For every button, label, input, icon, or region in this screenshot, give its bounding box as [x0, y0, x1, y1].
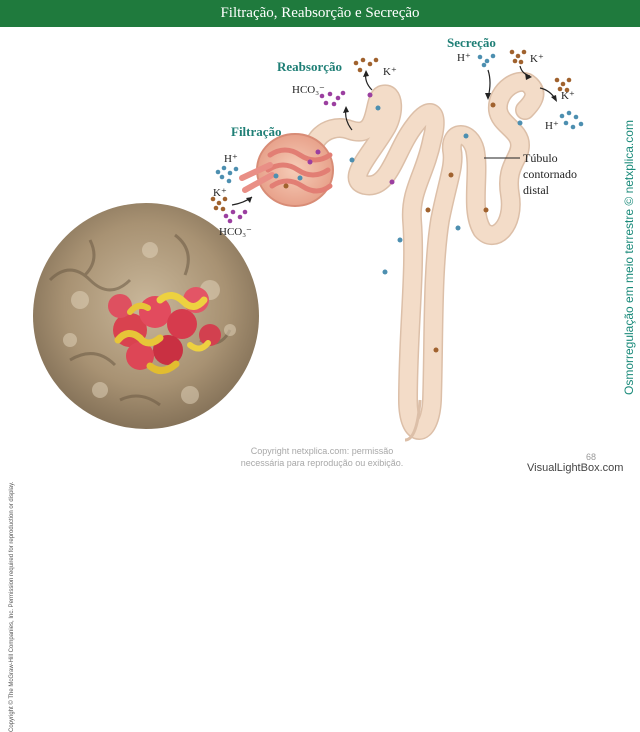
label-filtracao: Filtração: [231, 124, 282, 139]
secretion-h-cluster-top: [477, 53, 496, 68]
reabsorption-k-cluster: [353, 57, 379, 73]
site-credit-vertical-text: Osmorregulação em meio terrestre © netxp…: [622, 120, 636, 395]
label-tubulo-line1: Túbulo: [523, 151, 558, 165]
secretion-h-cluster-bottom: [559, 110, 584, 130]
watermark-line2: necessária para reprodução ou exibição.: [240, 458, 404, 468]
ion-label-k-secretion-right: K⁺: [561, 90, 575, 102]
ion-label-k-secretion-top: K⁺: [530, 53, 544, 65]
filtration-hco3-cluster: [223, 209, 248, 224]
filtration-h-cluster: [215, 165, 239, 184]
label-tubulo-line2: contornado: [523, 167, 577, 181]
ion-label-h-secretion-bottom: H⁺: [545, 120, 559, 132]
glomerulus-sem: [108, 287, 221, 374]
ion-label-hco3-reabsorption: HCO₃⁻: [292, 84, 325, 96]
copyright-vertical: Copyright © The McGraw-Hill Companies, I…: [9, 98, 19, 732]
filtration-k-cluster: [210, 196, 228, 212]
secretion-k-cluster-top: [509, 49, 527, 65]
bowman-capsule: [239, 133, 334, 207]
label-reabsorcao: Reabsorção: [277, 59, 342, 74]
ion-label-h-filtration: H⁺: [224, 153, 238, 165]
nephron-diagram: Filtração Reabsorção Secreção H⁺ K⁺ HCO₃…: [33, 35, 584, 442]
watermark-line1: Copyright netxplica.com: permissão: [250, 446, 394, 456]
ion-label-hco3-filtration: HCO₃⁻: [219, 226, 252, 238]
ion-label-k-reabsorption: K⁺: [383, 66, 397, 78]
slide-title: Filtração, Reabsorção e Secreção: [0, 0, 640, 27]
reabsorption-hco3-cluster: [319, 90, 346, 107]
micrograph-image: [33, 203, 259, 429]
copyright-watermark: Copyright netxplica.com: permissão neces…: [222, 445, 422, 469]
label-secrecao: Secreção: [447, 35, 496, 50]
ion-label-h-secretion-top: H⁺: [457, 52, 471, 64]
brand-watermark: VisualLightBox.com: [527, 462, 624, 474]
label-tubulo-line3: distal: [523, 183, 550, 197]
site-credit-vertical: Osmorregulação em meio terrestre © netxp…: [622, 120, 638, 395]
ion-label-k-filtration: K⁺: [213, 187, 227, 199]
nephron-tubule: [303, 71, 545, 442]
copyright-vertical-text: Copyright © The McGraw-Hill Companies, I…: [9, 481, 15, 732]
page-number: 68: [586, 452, 597, 462]
secretion-k-cluster-right: [554, 77, 572, 93]
